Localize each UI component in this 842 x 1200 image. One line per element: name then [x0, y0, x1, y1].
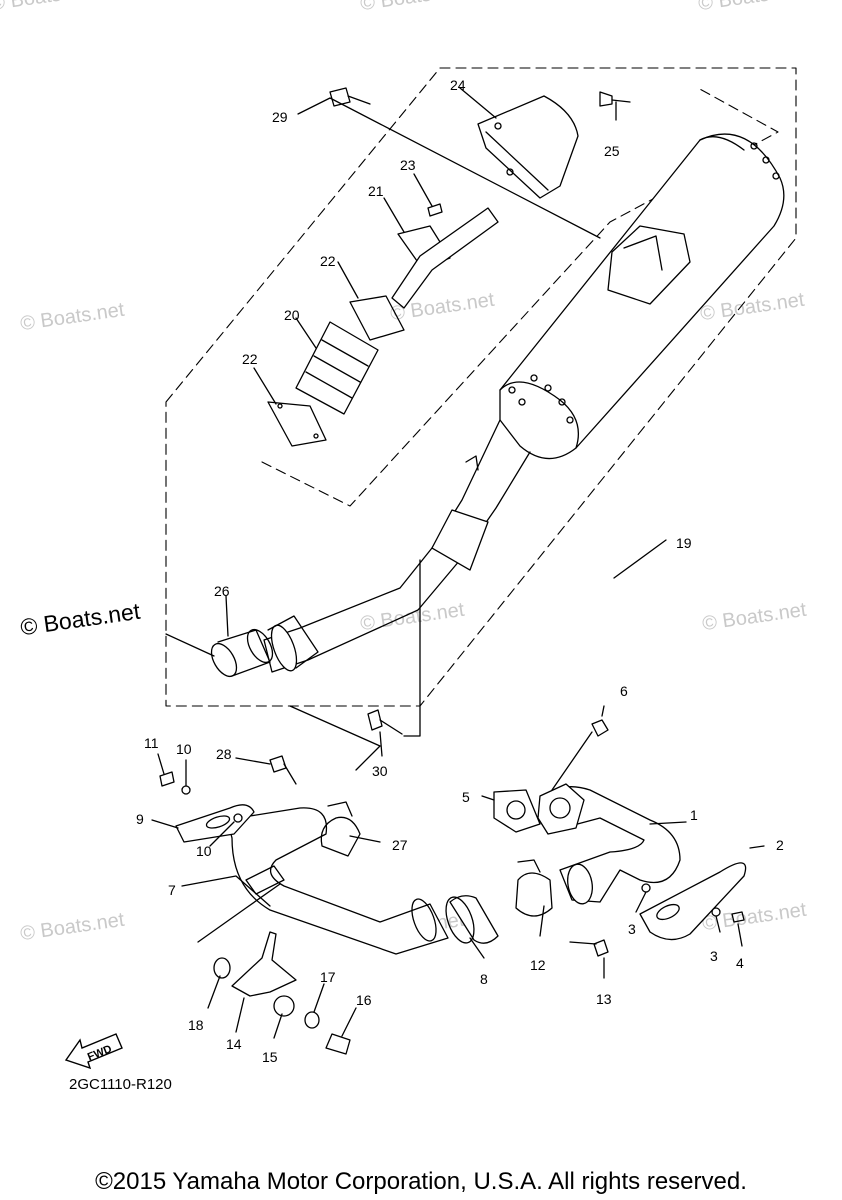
part-label: 22 [320, 253, 336, 269]
part-label: 23 [400, 157, 416, 173]
part-label: 21 [368, 183, 384, 199]
part-label: 12 [530, 957, 546, 973]
part-label: 2 [776, 837, 784, 853]
part-label: 11 [144, 735, 159, 751]
part-label: 6 [620, 683, 628, 699]
part-label: 1 [690, 807, 698, 823]
part-label: 10 [196, 843, 212, 859]
part-label: 20 [284, 307, 300, 323]
part-label: 30 [372, 763, 388, 779]
part-label: 18 [188, 1017, 204, 1033]
part-label: 27 [392, 837, 408, 853]
part-label: 3 [628, 921, 636, 937]
part-label: 14 [226, 1036, 242, 1052]
part-label: 22 [242, 351, 258, 367]
part-label: 15 [262, 1049, 278, 1065]
part-label: 25 [604, 143, 620, 159]
part-label: 28 [216, 746, 232, 762]
part-label: 9 [136, 811, 144, 827]
fwd-arrow-icon: FWD [64, 1033, 123, 1070]
part-labels: 1 2 3 3 4 5 6 7 8 9 10 10 11 12 13 14 15… [136, 77, 784, 1065]
part-label: 4 [736, 955, 744, 971]
part-label: 3 [710, 948, 718, 964]
part-label: 13 [596, 991, 612, 1007]
part-label: 8 [480, 971, 488, 987]
part-label: 7 [168, 882, 176, 898]
diagram-code: 2GC1110-R120 [69, 1076, 172, 1093]
part-label: 16 [356, 992, 372, 1008]
part-label: 24 [450, 77, 466, 93]
copyright-text: ©2015 Yamaha Motor Corporation, U.S.A. A… [95, 1168, 747, 1195]
part-label: 17 [320, 969, 336, 985]
part-label: 26 [214, 583, 230, 599]
part-label: 29 [272, 109, 288, 125]
part-label: 19 [676, 535, 692, 551]
part-label: 10 [176, 741, 192, 757]
part-label: 5 [462, 789, 470, 805]
